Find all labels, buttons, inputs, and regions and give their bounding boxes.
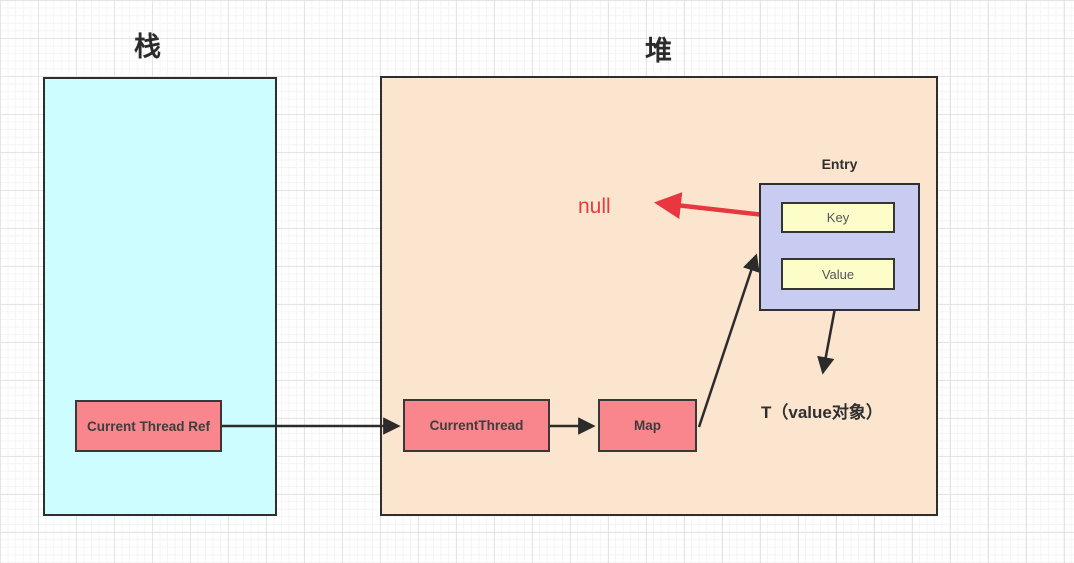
- node-current-thread-label: CurrentThread: [429, 418, 524, 433]
- node-current-thread-ref-label: Current Thread Ref: [86, 418, 211, 434]
- node-current-thread-ref: Current Thread Ref: [75, 400, 222, 452]
- node-map-label: Map: [634, 418, 661, 433]
- entry-title: Entry: [821, 156, 858, 172]
- entry-key-label: Key: [826, 210, 850, 225]
- entry-value-label: Value: [821, 266, 855, 282]
- node-current-thread: CurrentThread: [403, 399, 550, 452]
- entry-key-field: Key: [781, 202, 895, 233]
- node-map: Map: [598, 399, 697, 452]
- entry-value-field: Value: [781, 258, 895, 290]
- heap-title: 堆: [645, 36, 673, 66]
- stack-title: 栈: [134, 32, 162, 62]
- null-annotation: null: [578, 195, 611, 218]
- value-object-annotation: T（value对象）: [761, 403, 883, 422]
